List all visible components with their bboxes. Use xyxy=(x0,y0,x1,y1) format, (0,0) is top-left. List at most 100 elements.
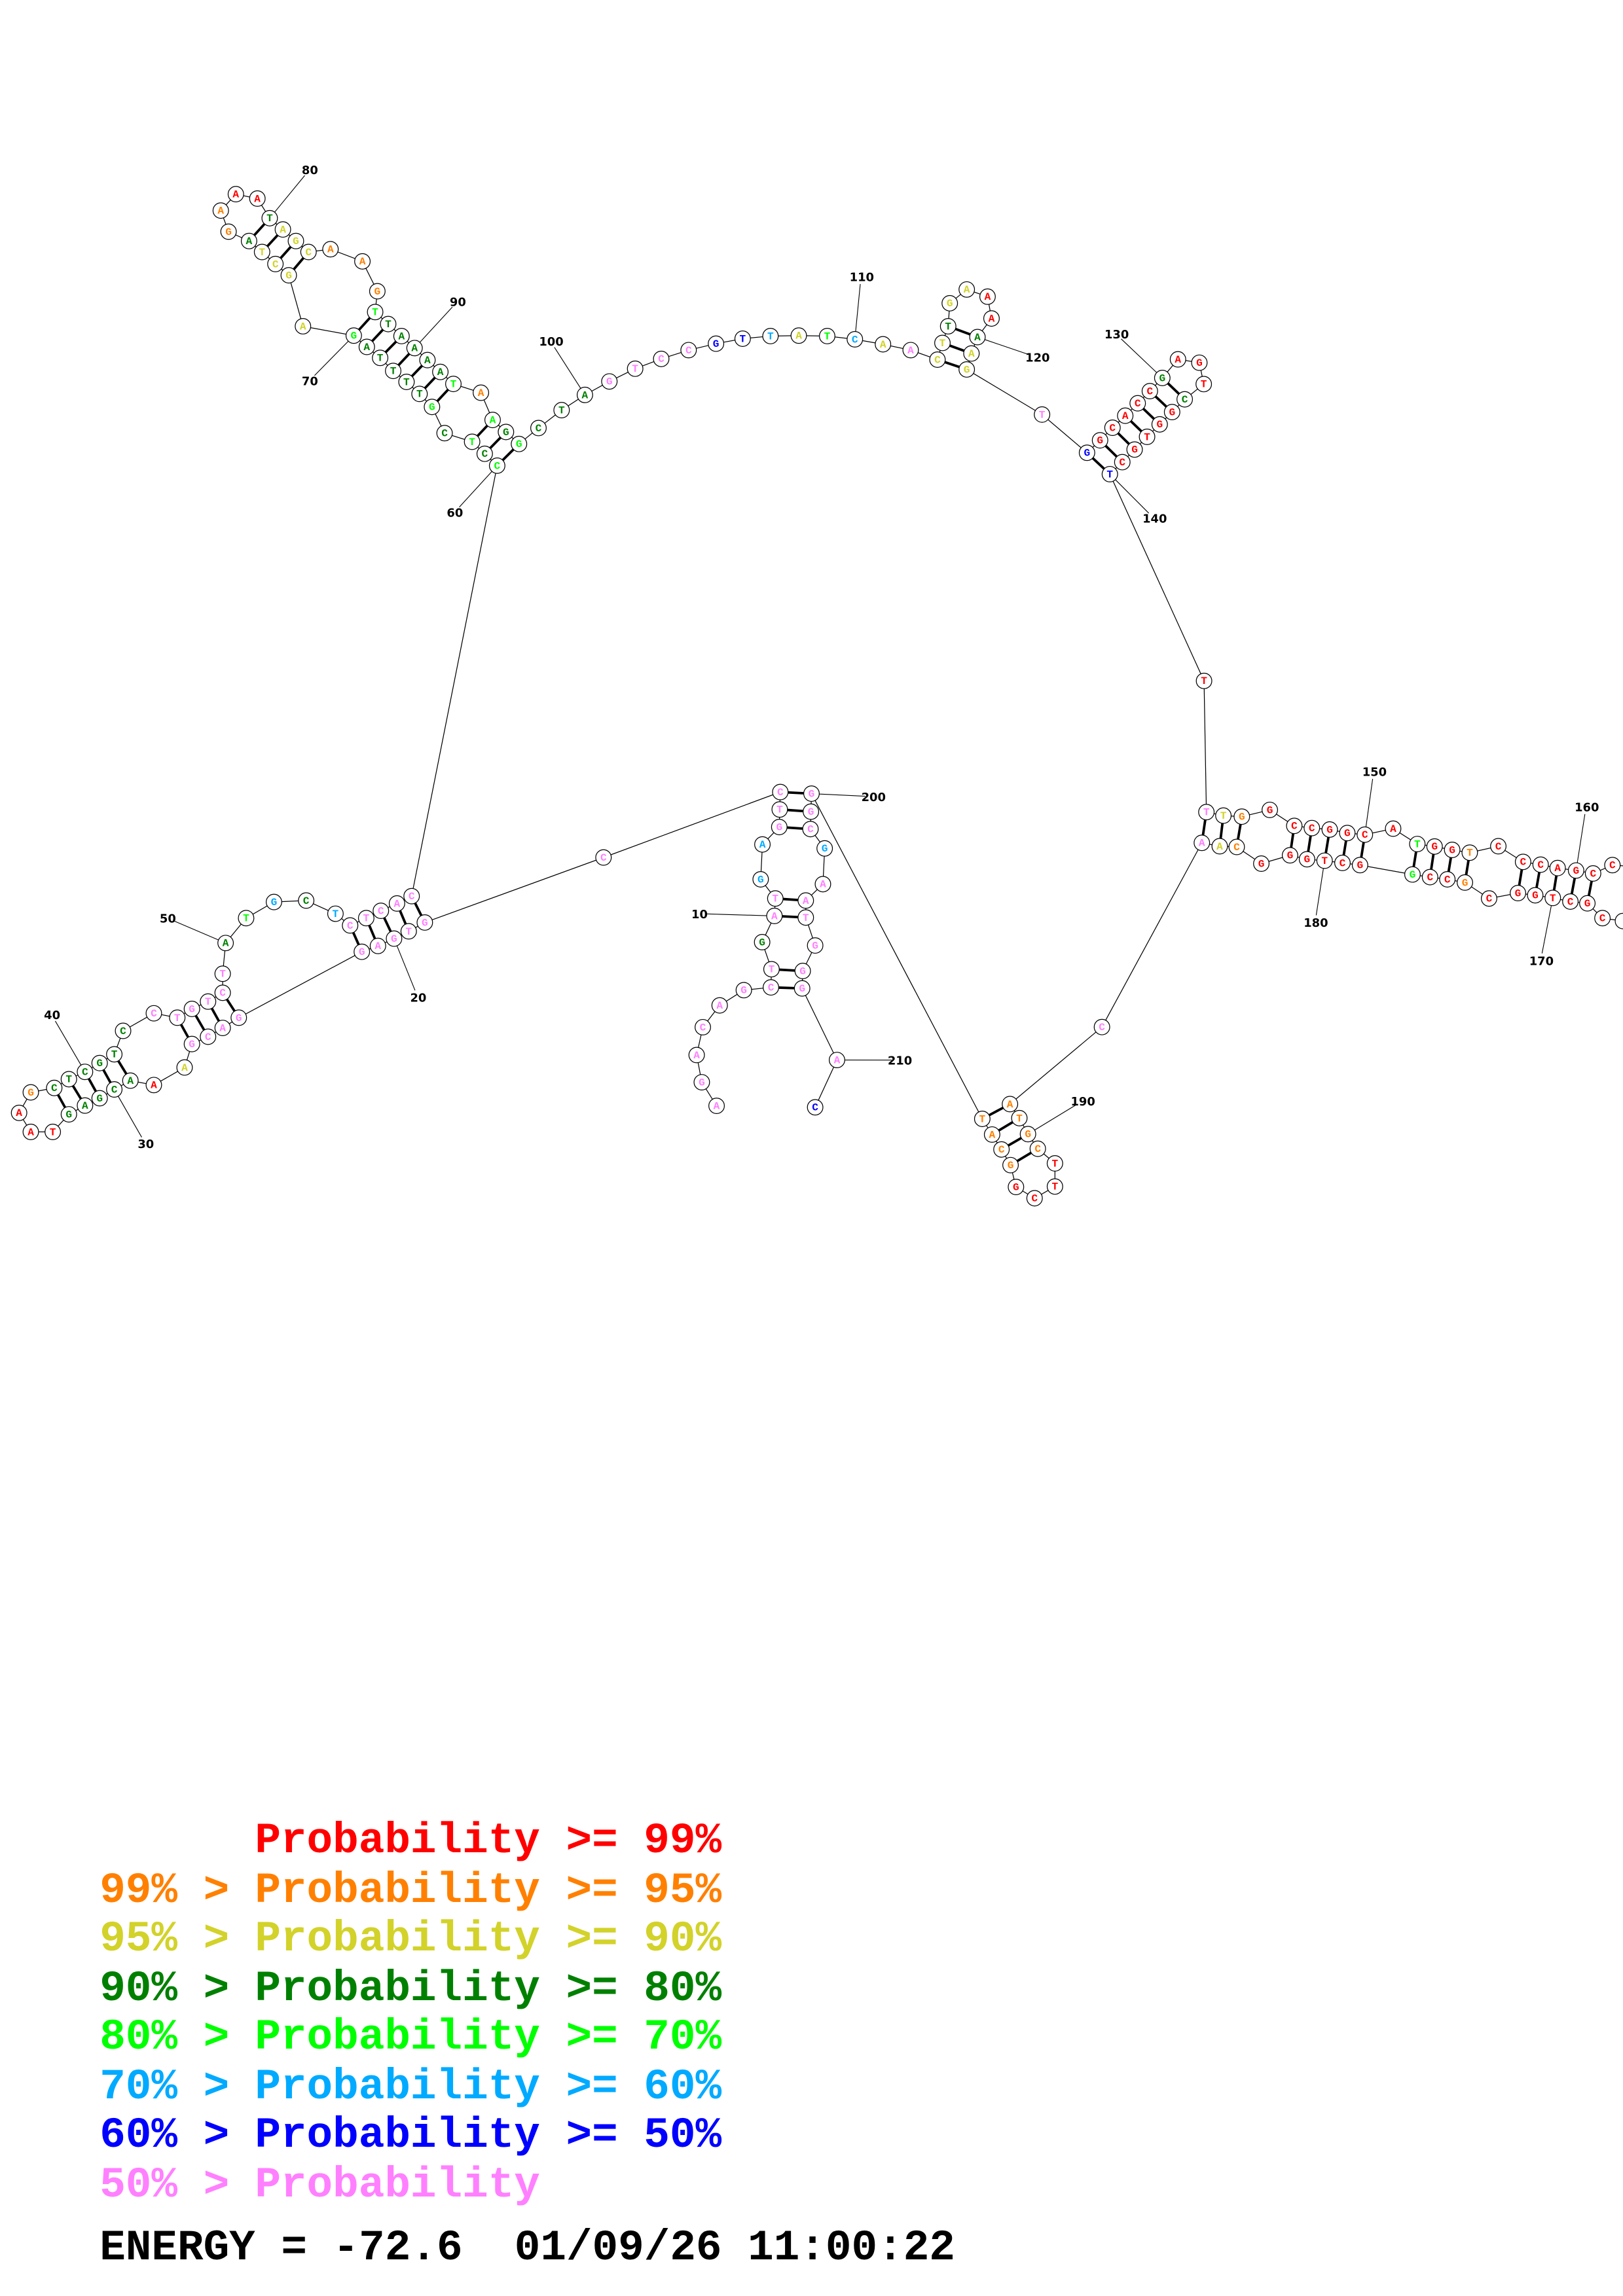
base-pair-bond xyxy=(117,1060,128,1075)
position-label-tick xyxy=(1115,479,1150,514)
nucleotide-circle xyxy=(1426,838,1443,855)
base-pair-bond xyxy=(293,257,305,270)
nucleotide-base: A xyxy=(151,1080,157,1092)
nucleotide: A xyxy=(406,340,423,357)
base-pair-bond xyxy=(1129,420,1143,433)
nucleotide-circle xyxy=(1262,801,1279,818)
base-pair-bond xyxy=(1307,835,1312,852)
nucleotide-circle xyxy=(419,351,436,368)
nucleotide-circle xyxy=(169,1009,186,1026)
backbone-segment xyxy=(603,791,781,858)
nucleotide-circle xyxy=(1169,351,1186,368)
nucleotide-circle xyxy=(695,1018,711,1035)
nucleotide: T xyxy=(771,801,788,818)
nucleotide-circle xyxy=(287,232,304,249)
nucleotide-base: C xyxy=(1362,829,1368,841)
nucleotide-circle xyxy=(1026,1190,1043,1207)
base-pair-bond xyxy=(357,317,371,331)
nucleotide: T xyxy=(398,374,415,390)
nucleotide-circle xyxy=(1562,893,1579,910)
nucleotide-base: A xyxy=(217,206,224,217)
nucleotide: G xyxy=(287,232,304,249)
nucleotide-base: A xyxy=(411,343,418,355)
nucleotide-base: G xyxy=(1084,448,1090,459)
nucleotide-base: G xyxy=(799,965,806,977)
nucleotide-circle xyxy=(693,1074,710,1091)
base-pair-bond xyxy=(225,998,236,1013)
base-pair-bond xyxy=(266,234,279,247)
nucleotide-base: G xyxy=(1013,1181,1019,1193)
nucleotide: G xyxy=(1527,887,1544,904)
nucleotide: T xyxy=(1046,1155,1063,1172)
nucleotide-circle xyxy=(424,399,441,416)
nucleotide-circle xyxy=(1584,865,1601,882)
base-pair-bond xyxy=(1016,1151,1032,1162)
nucleotide-base: G xyxy=(757,874,764,886)
nucleotide: C xyxy=(373,903,390,920)
nucleotide: T xyxy=(106,1046,123,1063)
nucleotide-base: A xyxy=(300,321,306,332)
base-pair-bond xyxy=(787,808,804,813)
nucleotide-base: G xyxy=(822,843,828,855)
nucleotide: G xyxy=(1444,842,1461,858)
nucleotide: T xyxy=(762,327,779,344)
nucleotide: C xyxy=(847,331,864,348)
nucleotide-circle xyxy=(1154,369,1171,386)
nucleotide-base: T xyxy=(469,437,475,448)
base-pair-bond xyxy=(778,968,795,972)
nucleotide-circle xyxy=(367,304,384,321)
nucleotide: C xyxy=(476,445,493,462)
nucleotide: T xyxy=(1198,804,1215,821)
nucleotide-base: A xyxy=(359,256,366,268)
nucleotide-base: T xyxy=(259,247,265,259)
nucleotide-base: A xyxy=(398,331,405,342)
nucleotide: C xyxy=(1334,854,1351,871)
nucleotide: G xyxy=(958,361,976,378)
nucleotide-base: C xyxy=(1291,821,1298,833)
nucleotide: A xyxy=(432,363,449,380)
position-labels: 1020304050607080901001101201301401501601… xyxy=(44,164,1599,1151)
nucleotide: G xyxy=(220,223,237,240)
nucleotide-circle xyxy=(60,1071,77,1088)
nucleotide-circle xyxy=(1019,1126,1036,1143)
nucleotide-base: G xyxy=(964,364,970,376)
nucleotide-base: C xyxy=(807,824,814,836)
nucleotide: C xyxy=(342,917,359,934)
nucleotide-circle xyxy=(802,821,819,838)
nucleotide-circle xyxy=(386,930,403,947)
nucleotide-base: C xyxy=(1135,398,1141,410)
nucleotide-base: G xyxy=(1532,890,1539,902)
nucleotide: G xyxy=(1191,354,1208,371)
nucleotide-base: C xyxy=(1537,859,1544,871)
legend-row-5: 80% > Probability >= 70% xyxy=(100,2013,721,2062)
nucleotide-circle xyxy=(754,933,771,950)
nucleotide: A xyxy=(122,1072,139,1089)
nucleotide: G xyxy=(354,943,371,960)
nucleotide-circle xyxy=(601,373,618,390)
base-pair-bond xyxy=(1104,444,1118,458)
nucleotide-circle xyxy=(10,1104,27,1121)
base-pair-bond xyxy=(1219,823,1224,839)
nucleotide: C xyxy=(1286,817,1303,834)
nucleotide-base: T xyxy=(1039,409,1046,421)
position-label-tick xyxy=(459,471,492,508)
nucleotide-base: C xyxy=(852,334,858,346)
nucleotide-circle xyxy=(688,1047,705,1064)
nucleotide-circle xyxy=(406,340,423,357)
nucleotide: C xyxy=(1026,1190,1043,1207)
nucleotide-base: T xyxy=(266,213,273,224)
nucleotide-circle xyxy=(1579,895,1596,912)
nucleotide-circle xyxy=(708,1098,725,1115)
nucleotide: A xyxy=(754,836,771,853)
nucleotide-circle xyxy=(1046,1155,1063,1172)
nucleotide-base: G xyxy=(1584,898,1591,910)
nucleotide: C xyxy=(46,1079,63,1096)
nucleotide-base: A xyxy=(27,1126,34,1138)
nucleotide: G xyxy=(941,295,958,312)
nucleotide-circle xyxy=(106,1046,123,1063)
nucleotide: T xyxy=(939,317,957,334)
base-pair-bond xyxy=(1465,859,1470,876)
base-pair-bond xyxy=(424,376,436,389)
nucleotide-circle xyxy=(77,1097,94,1114)
nucleotide-circle xyxy=(1461,844,1478,861)
